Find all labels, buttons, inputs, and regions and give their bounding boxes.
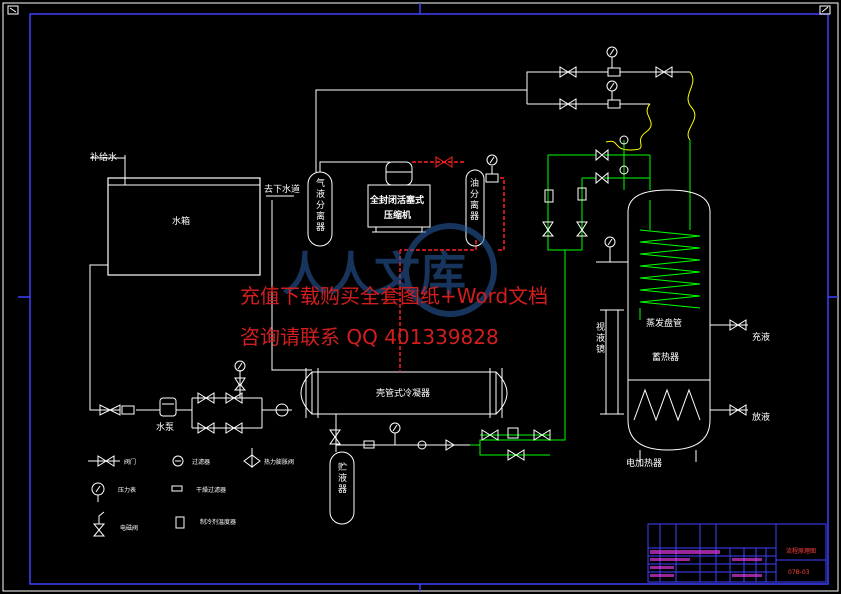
- condenser-label: 壳管式冷凝器: [376, 387, 430, 399]
- condenser: [300, 368, 508, 418]
- heat-exchanger-label: 蓄热器: [652, 351, 679, 363]
- oil-separator: [465, 154, 499, 247]
- valve-top-1[interactable]: [559, 66, 577, 78]
- receiver-label: 贮 液 器: [338, 461, 350, 495]
- gas-liquid-separator: [307, 89, 527, 247]
- charge-label: 充液: [752, 331, 770, 343]
- drain-pipe: [266, 195, 312, 371]
- liquid-receiver: [329, 414, 470, 525]
- legend-relief-icon: [92, 511, 106, 537]
- water-pump: [159, 397, 177, 417]
- legend-dryer-icon: [171, 485, 183, 492]
- valve-top-2[interactable]: [559, 98, 577, 110]
- drawing-name: 流程原理图: [786, 547, 816, 555]
- top-valve-station: [526, 46, 690, 109]
- legend-sensor-label: 制冷剂温度器: [200, 518, 236, 526]
- legend-filter-icon: [172, 455, 184, 467]
- filter-tank: [121, 405, 135, 415]
- flow-meter-icon: [275, 403, 289, 417]
- refrigerant-circuit-green: [479, 140, 691, 456]
- evaporator-coil: [639, 229, 701, 309]
- water-pump-label: 水泵: [156, 421, 174, 433]
- legend-expansion-icon: [243, 448, 261, 468]
- water-tank-label: 水箱: [172, 215, 190, 227]
- discharge-line-red: [399, 161, 505, 372]
- sight-glass: [600, 309, 624, 415]
- window-controls[interactable]: [819, 5, 831, 15]
- center-marks: [18, 3, 838, 591]
- drawing-number: 07B-03: [788, 569, 810, 576]
- watermark-line1: 充值下载购买全套图纸+Word文档: [240, 284, 548, 308]
- electric-heater-label: 电加热器: [626, 457, 662, 469]
- sight-glass-label: 视 液 镜: [596, 321, 608, 355]
- pressure-gauge-pump-icon: [233, 360, 247, 391]
- title-block-grid-text: [650, 550, 762, 577]
- valve-tank-outlet[interactable]: [99, 404, 121, 416]
- oil-sep-label: 油 分 离 器: [470, 177, 482, 222]
- gas-liquid-sep-label: 气 液 分 离 器: [316, 177, 328, 233]
- legend-sensor-icon: [175, 516, 185, 529]
- electric-heater-element: [633, 388, 701, 422]
- heat-accumulator: [596, 189, 748, 462]
- valve-bypass-top-right[interactable]: [225, 392, 243, 404]
- legend-gauge-icon: [91, 482, 105, 502]
- valve-bypass-bottom-right[interactable]: [225, 422, 243, 434]
- evap-coil-leads: [639, 200, 691, 320]
- svg-text:人人文库: 人人文库: [282, 247, 466, 301]
- compressor: [367, 161, 431, 233]
- legend-valve-icon: [88, 455, 120, 467]
- legend-valve-label: 阀门: [124, 458, 136, 466]
- valve-bypass-top-left[interactable]: [197, 392, 215, 404]
- makeup-water-label: 补给水: [90, 151, 117, 163]
- watermark-logo: 人人文库: [282, 223, 497, 317]
- green-bypass-valves: [470, 434, 550, 446]
- tank-outlet-pipe: [89, 264, 192, 411]
- watermark-line2: 咨询请联系 QQ 401339828: [240, 325, 499, 349]
- compressor-label-line2: 压缩机: [384, 209, 411, 221]
- capillary-tube-yellow: [605, 71, 696, 151]
- discharge-label: 放液: [752, 411, 770, 423]
- legend-filter-label: 过滤器: [192, 458, 210, 466]
- valve-charge[interactable]: [729, 319, 747, 331]
- valve-bypass-bottom-left[interactable]: [197, 422, 215, 434]
- compressor-label-line1: 全封闭活塞式: [369, 194, 424, 206]
- legend-solenoid-label: 热力膨胀阀: [264, 458, 294, 466]
- receiver-line-components: [329, 422, 455, 451]
- valve-discharge[interactable]: [435, 156, 453, 168]
- inner-frame: [29, 13, 829, 585]
- valve-top-3[interactable]: [655, 66, 673, 78]
- expansion-valves[interactable]: [481, 427, 551, 461]
- legend-gauge-label: 压力表: [118, 486, 136, 494]
- valve-discharge-liquid[interactable]: [729, 404, 747, 416]
- legend-dryer-label: 干燥过滤器: [196, 486, 226, 494]
- evap-coil-label: 蒸发盘管: [646, 317, 682, 329]
- window-control-left[interactable]: [7, 5, 19, 15]
- water-tank: [90, 155, 261, 276]
- legend-relief-label: 电磁阀: [120, 524, 138, 532]
- relief-valves-green[interactable]: [541, 135, 629, 237]
- to-drain-label: 去下水道: [264, 183, 300, 195]
